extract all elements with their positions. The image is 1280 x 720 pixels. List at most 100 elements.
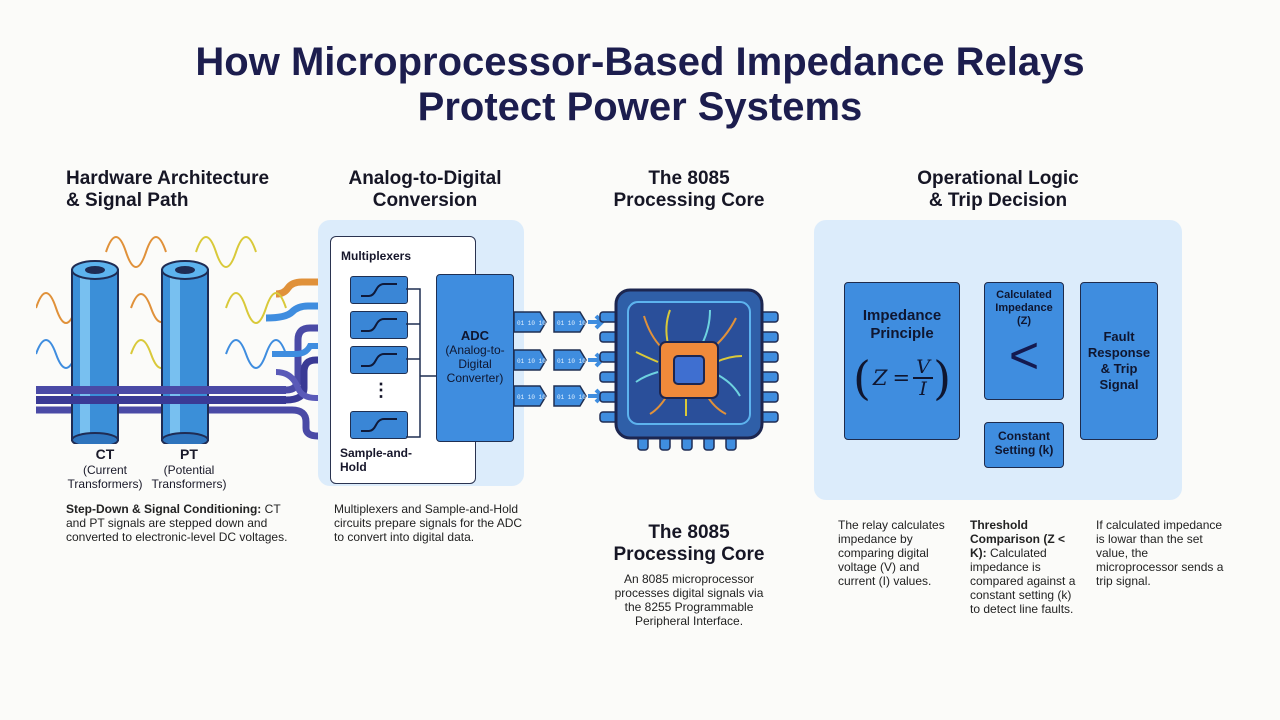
core-heading-line-1: The 8085: [648, 168, 730, 189]
logic-desc-2-rest: Calculated impedance is compared against…: [970, 546, 1076, 616]
hardware-desc-bold: Step-Down & Signal Conditioning:: [66, 502, 262, 516]
fault-line-3: & Trip: [1100, 361, 1138, 376]
pt-label: PT (Potential Transformers): [148, 446, 230, 491]
adc-line-3: Digital: [458, 357, 492, 371]
calc-label: Calculated Impedance (Z): [985, 289, 1063, 328]
signal-bus-lines: [36, 278, 328, 440]
fault-line-1: Fault: [1103, 329, 1135, 344]
impedance-title-line-1: Impedance: [862, 307, 942, 324]
data-packet: 01 10 10: [553, 311, 587, 333]
adc-heading: Analog-to-Digital Conversion: [318, 168, 532, 212]
pt-sub-1: (Potential: [163, 463, 215, 477]
binary-label: 01 10 10: [517, 358, 546, 365]
fault-response-block: Fault Response & Trip Signal: [1080, 282, 1158, 440]
calc-line-2: Impedance: [995, 302, 1053, 314]
sample-hold-label-line-1: Sample-and-: [340, 446, 413, 460]
title-line-1: How Microprocessor-Based Impedance Relay…: [195, 40, 1085, 84]
binary-label: 01 10 10: [517, 320, 546, 327]
binary-label: 01 10 10: [557, 320, 586, 327]
constant-label: Constant Setting (k): [985, 429, 1063, 457]
pt-sub-2: Transformers): [151, 477, 227, 491]
impedance-title: Impedance Principle: [845, 307, 959, 343]
logic-heading: Operational Logic & Trip Decision: [880, 168, 1116, 212]
binary-label: 01 10 10: [557, 358, 586, 365]
ct-sub-2: Transformers): [67, 477, 143, 491]
calculated-impedance-block: Calculated Impedance (Z) <: [984, 282, 1064, 400]
adc-line-1: ADC: [460, 328, 490, 343]
core-lower-heading-line-1: The 8085: [648, 522, 730, 543]
core-lower-heading: The 8085 Processing Core: [596, 522, 782, 566]
adc-line-4: Converter): [446, 371, 504, 385]
step-wave-icon: [361, 318, 397, 332]
adc-line-2: (Analog-to-: [445, 343, 505, 357]
sample-hold-block: [350, 276, 408, 304]
hardware-heading-line-1: Hardware Architecture: [66, 168, 270, 189]
core-heading-line-2: Processing Core: [613, 190, 765, 211]
data-packet: 01 10 10: [513, 311, 547, 333]
hardware-heading-line-2: & Signal Path: [66, 190, 189, 211]
data-packet: 01 10 10: [553, 385, 587, 407]
mux-connectors: [406, 288, 438, 438]
formula-v: V: [916, 356, 930, 379]
data-packet: 01 10 10: [513, 349, 547, 371]
sample-hold-label-line-2: Hold: [340, 460, 367, 474]
ct-cylinder-icon: [71, 260, 119, 444]
step-wave-icon: [361, 353, 397, 367]
calc-line-1: Calculated: [996, 289, 1052, 301]
ct-label: CT (Current Transformers): [66, 446, 144, 491]
constant-setting-block: Constant Setting (k): [984, 422, 1064, 468]
hardware-heading: Hardware Architecture & Signal Path: [66, 168, 306, 212]
core-description: An 8085 microprocessor processes digital…: [614, 572, 764, 628]
title-line-2: Protect Power Systems: [417, 85, 863, 129]
signal-path-diagram: [36, 236, 328, 444]
multiplexers-label: Multiplexers: [341, 249, 412, 263]
formula-i: I: [919, 377, 927, 400]
fault-line-2: Response: [1087, 345, 1151, 360]
fault-line-4: Signal: [1099, 377, 1139, 392]
hardware-description: Step-Down & Signal Conditioning: CT and …: [66, 502, 296, 544]
ct-title: CT: [95, 446, 115, 462]
data-packet: 01 10 10: [553, 349, 587, 371]
cpu-chip-icon: [599, 288, 779, 451]
less-than-icon: <: [1008, 327, 1040, 385]
adc-heading-line-2: Conversion: [372, 190, 478, 211]
ellipsis-icon: ⋮: [372, 380, 390, 400]
calc-line-3: (Z): [1016, 315, 1032, 327]
adc-block: ADC (Analog-to- Digital Converter): [436, 274, 514, 442]
core-heading: The 8085 Processing Core: [596, 168, 782, 212]
pt-cylinder-icon: [161, 260, 209, 444]
formula-fraction: V I: [913, 356, 934, 400]
data-packet: 01 10 10: [513, 385, 547, 407]
formula-z: Z: [872, 366, 888, 390]
digital-data-arrows: 01 10 10 01 10 10 01 10 10 01 10 10 01 1…: [513, 311, 605, 407]
binary-label: 01 10 10: [517, 394, 546, 401]
logic-heading-line-2: & Trip Decision: [928, 190, 1068, 211]
sample-hold-block: [350, 346, 408, 374]
impedance-principle-block: Impedance Principle ( Z = V I ): [844, 282, 960, 440]
logic-description-1: The relay calculates impedance by compar…: [838, 518, 945, 588]
logic-heading-line-1: Operational Logic: [917, 168, 1079, 189]
sample-hold-block: [350, 311, 408, 339]
impedance-title-line-2: Principle: [870, 325, 934, 342]
sample-hold-label: Sample-and- Hold: [340, 446, 420, 474]
pt-title: PT: [180, 446, 198, 462]
binary-label: 01 10 10: [557, 394, 586, 401]
constant-line-1: Constant: [998, 429, 1050, 443]
step-wave-icon: [361, 283, 397, 297]
formula-equals: =: [892, 366, 911, 390]
step-wave-icon: [361, 418, 397, 432]
adc-heading-line-1: Analog-to-Digital: [348, 168, 502, 189]
ct-sub-1: (Current: [82, 463, 127, 477]
logic-desc-2-bold: Threshold Comparison (Z < K):: [970, 518, 1066, 560]
logic-description-2: Threshold Comparison (Z < K): Calculated…: [970, 518, 1084, 616]
page-title: How Microprocessor-Based Impedance Relay…: [0, 40, 1280, 130]
fault-label: Fault Response & Trip Signal: [1081, 329, 1157, 393]
core-lower-heading-line-2: Processing Core: [613, 544, 765, 565]
adc-description: Multiplexers and Sample-and-Hold circuit…: [334, 502, 523, 544]
sample-hold-block: [350, 411, 408, 439]
bus-overlay: [36, 386, 286, 404]
impedance-formula: ( Z = V I ): [852, 351, 952, 405]
logic-description-3: If calculated impedance is lowar than th…: [1096, 518, 1224, 588]
fraction-bar: [913, 377, 934, 379]
constant-line-2: Setting (k): [994, 443, 1054, 457]
